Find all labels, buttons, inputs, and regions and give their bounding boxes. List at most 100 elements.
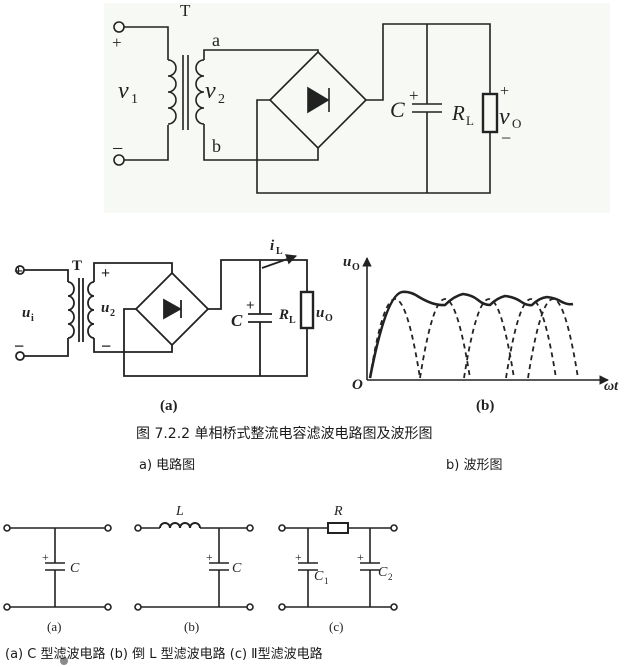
node-b-label: b: [212, 136, 221, 156]
load-resistor: [481, 92, 499, 134]
node-a-label: a: [212, 30, 220, 50]
a-bridge-diode-symbol: [163, 298, 182, 320]
sub-caption-b: b) 波形图: [446, 458, 503, 473]
a-uo-label: u: [316, 305, 324, 321]
input-minus-sign: −: [112, 138, 123, 160]
a-output-wire-top: [208, 259, 308, 310]
a-transformer-label: T: [72, 258, 82, 274]
a-output-wire-bottom: [123, 308, 308, 377]
l-filter-terminal-bottom-right: [246, 603, 254, 611]
a-ui-subscript: i: [31, 313, 34, 324]
a-current-arrow: [261, 254, 298, 269]
figure-caption: 图 7.2.2 单相桥式整流电容滤波电路图及波形图: [136, 426, 433, 442]
top-circuit: [104, 3, 610, 213]
pi-filter-c1-plus: +: [295, 550, 302, 564]
c-type-filter: [3, 524, 112, 611]
l-filter-caption: (b): [184, 619, 199, 634]
transformer-label: T: [180, 1, 191, 20]
bridge-rectifier: [268, 50, 368, 150]
figure-a-circuit: [15, 254, 315, 377]
primary-coil: [167, 59, 177, 125]
l-filter-terminal-top-left: [134, 524, 142, 532]
l-filter-cap-label: C: [232, 561, 242, 576]
secondary-coil: [195, 59, 205, 125]
c-filter-cap-label: C: [70, 561, 80, 576]
a-secondary-wire-top: [93, 262, 173, 282]
pi-filter-c2-subscript: 2: [388, 572, 393, 582]
a-figure-caption: (a): [160, 398, 178, 414]
b-halfwave-4: [505, 298, 557, 379]
capacitor-label: C: [390, 97, 405, 122]
b-halfwave-2: [419, 298, 471, 379]
v2-subscript: 2: [218, 92, 225, 107]
figure-b-labels: u O O ωt (b): [343, 254, 619, 414]
b-x-axis-label: ωt: [604, 379, 619, 394]
c-filter-terminal-bottom-left: [3, 603, 11, 611]
resistor-label: R: [451, 101, 465, 125]
b-rectified-halfwaves: [369, 298, 579, 379]
b-filtered-output-curve: [368, 290, 574, 379]
a-resistor-label: R: [278, 307, 289, 323]
v1-label: v: [118, 78, 129, 104]
pi-filter-terminal-top-right: [390, 524, 398, 532]
b-halfwave-1: [369, 298, 421, 379]
resistor-subscript: L: [466, 113, 474, 128]
a-capacitor-plus: +: [246, 298, 255, 314]
pi-filter-terminal-bottom-right: [390, 603, 398, 611]
v2-label: v: [205, 78, 216, 104]
filter-labels: C + (a) L C + (b) R C 1 C 2 + + (c): [42, 504, 393, 634]
figure-b-waveform: [362, 257, 609, 385]
l-type-filter: [134, 522, 254, 611]
output-plus-sign: +: [500, 83, 509, 100]
pi-filter-c2-plus: +: [357, 550, 364, 564]
corner-dot: [60, 657, 68, 665]
input-plus-sign: +: [112, 33, 122, 52]
pi-filter-terminal-bottom-left: [278, 603, 286, 611]
a-uo-subscript: O: [325, 313, 333, 324]
vo-subscript: O: [512, 116, 521, 131]
v1-subscript: 1: [131, 92, 138, 107]
a-il-subscript: L: [276, 246, 283, 257]
secondary-wire-b: [203, 124, 319, 161]
pi-filter-terminal-top-left: [278, 524, 286, 532]
primary-wire-bottom: [124, 125, 169, 161]
c-filter-terminal-top-left: [3, 524, 11, 532]
a-u2-subscript: 2: [110, 308, 115, 319]
sub-caption-a: a) 电路图: [139, 458, 196, 473]
c-filter-terminal-bottom-right: [104, 603, 112, 611]
filter-circuits: [3, 522, 398, 611]
pi-filter-resistor: [327, 522, 349, 534]
c-filter-terminal-top-right: [104, 524, 112, 532]
a-ui-label: u: [22, 305, 30, 321]
b-y-axis-label: u: [343, 254, 351, 270]
a-input-plus: +: [14, 263, 23, 280]
a-il-label: i: [270, 238, 275, 254]
pi-filter-resistor-label: R: [333, 504, 343, 519]
a-input-minus: −: [14, 336, 24, 356]
a-primary-coil: [67, 281, 75, 339]
top-circuit-labels: T + − v 1 v 2 a b C + R L + v O −: [112, 1, 521, 160]
a-bridge-rectifier: [134, 271, 210, 347]
filter-bottom-caption: (a) C 型滤波电路 (b) 倒 L 型滤波电路 (c) Ⅱ型滤波电路: [5, 647, 323, 662]
l-filter-terminal-top-right: [246, 524, 254, 532]
l-filter-terminal-bottom-left: [134, 603, 142, 611]
pi-filter-caption: (c): [329, 619, 343, 634]
b-y-axis-subscript: O: [352, 262, 360, 273]
output-wire-bottom: [256, 99, 491, 194]
pi-filter-c1-subscript: 1: [324, 576, 329, 586]
b-halfwave-3: [463, 298, 515, 379]
pi-filter-c2-label: C: [378, 565, 388, 580]
b-figure-caption: (b): [476, 398, 494, 414]
capacitor-plus: +: [409, 86, 419, 105]
c-filter-cap-plus: +: [42, 550, 49, 564]
a-secondary-minus: −: [101, 336, 111, 356]
output-wire-top: [366, 23, 491, 101]
pi-type-filter: [278, 522, 398, 611]
a-capacitor-label: C: [231, 311, 243, 330]
primary-wire-top: [124, 26, 169, 60]
b-halfwave-5: [527, 298, 579, 379]
l-filter-cap-plus: +: [206, 550, 213, 564]
a-secondary-wire-bottom: [93, 338, 173, 353]
